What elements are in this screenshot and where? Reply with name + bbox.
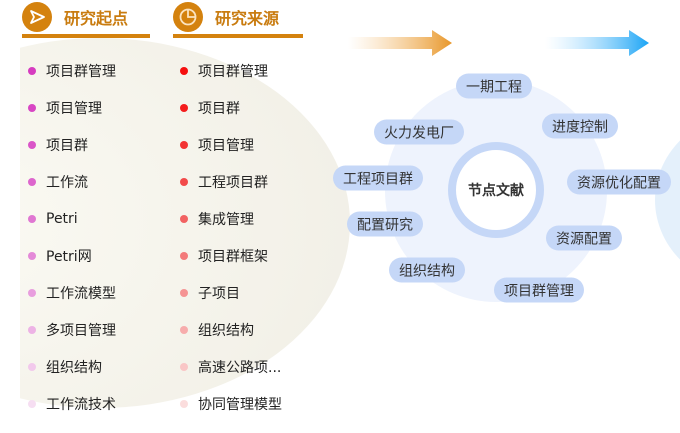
bullet-dot-icon — [180, 215, 188, 223]
list-item-label: 集成管理 — [198, 212, 254, 228]
list-item-label: 多项目管理 — [46, 323, 116, 339]
keyword-node[interactable]: 配置研究 — [347, 211, 423, 237]
keyword-node[interactable]: 火力发电厂 — [374, 119, 464, 145]
keyword-node[interactable]: 一期工程 — [456, 73, 532, 99]
bullet-dot-icon — [180, 67, 188, 75]
bullet-dot-icon — [180, 178, 188, 186]
list-item-label: 项目群管理 — [198, 64, 268, 80]
list-item[interactable]: Petri — [28, 208, 78, 230]
bullet-dot-icon — [28, 363, 36, 371]
arrow-right-orange-icon — [348, 30, 452, 56]
list-item[interactable]: Petri网 — [28, 245, 92, 267]
bullet-dot-icon — [180, 363, 188, 371]
list-item-label: 工作流模型 — [46, 286, 116, 302]
list-item-label: Petri网 — [46, 249, 92, 265]
list-item[interactable]: 子项目 — [180, 282, 240, 304]
center-node[interactable]: 节点文献 — [448, 142, 544, 238]
background-shape — [20, 38, 350, 408]
list-item-label: 项目管理 — [198, 138, 254, 154]
bullet-dot-icon — [28, 178, 36, 186]
list-item[interactable]: 项目群框架 — [180, 245, 268, 267]
list-item-label: 工作流技术 — [46, 397, 116, 413]
list-item-label: 子项目 — [198, 286, 240, 302]
header-start-title: 研究起点 — [64, 9, 129, 28]
bullet-dot-icon — [28, 141, 36, 149]
bullet-dot-icon — [180, 289, 188, 297]
list-item-label: 组织结构 — [46, 360, 102, 376]
list-item[interactable]: 组织结构 — [180, 319, 254, 341]
keyword-node[interactable]: 工程项目群 — [333, 165, 423, 191]
keyword-node[interactable]: 资源优化配置 — [567, 169, 671, 195]
bullet-dot-icon — [180, 141, 188, 149]
arrow-right-blue-icon — [545, 30, 649, 56]
send-icon — [22, 2, 52, 32]
list-item[interactable]: 工作流技术 — [28, 393, 116, 415]
list-item-label: 项目管理 — [46, 101, 102, 117]
bullet-dot-icon — [28, 252, 36, 260]
list-item[interactable]: 项目群管理 — [28, 60, 116, 82]
list-item[interactable]: 工作流 — [28, 171, 88, 193]
bullet-dot-icon — [180, 104, 188, 112]
list-item[interactable]: 工程项目群 — [180, 171, 268, 193]
list-item[interactable]: 集成管理 — [180, 208, 254, 230]
list-item[interactable]: 项目群 — [180, 97, 240, 119]
list-item-label: 工作流 — [46, 175, 88, 191]
keyword-node[interactable]: 项目群管理 — [494, 277, 584, 303]
list-item-label: 项目群 — [198, 101, 240, 117]
list-item-label: Petri — [46, 211, 78, 227]
list-item[interactable]: 项目管理 — [28, 97, 102, 119]
list-item[interactable]: 项目群 — [28, 134, 88, 156]
bullet-dot-icon — [180, 252, 188, 260]
list-item-label: 项目群 — [46, 138, 88, 154]
list-item[interactable]: 多项目管理 — [28, 319, 116, 341]
list-item[interactable]: 项目群管理 — [180, 60, 268, 82]
header-research-start: 研究起点 — [22, 0, 150, 38]
header-research-source: 研究来源 — [173, 0, 303, 38]
keyword-node[interactable]: 组织结构 — [389, 257, 465, 283]
list-item-label: 高速公路项... — [198, 360, 282, 376]
keyword-node[interactable]: 资源配置 — [546, 225, 622, 251]
bullet-dot-icon — [180, 326, 188, 334]
list-item-label: 项目群管理 — [46, 64, 116, 80]
list-item[interactable]: 项目管理 — [180, 134, 254, 156]
list-item[interactable]: 组织结构 — [28, 356, 102, 378]
bullet-dot-icon — [28, 289, 36, 297]
list-item-label: 项目群框架 — [198, 249, 268, 265]
list-item-label: 协同管理模型 — [198, 397, 282, 413]
list-item[interactable]: 工作流模型 — [28, 282, 116, 304]
list-item-label: 组织结构 — [198, 323, 254, 339]
list-item[interactable]: 协同管理模型 — [180, 393, 282, 415]
keyword-node[interactable]: 进度控制 — [542, 113, 618, 139]
bullet-dot-icon — [28, 326, 36, 334]
list-item[interactable]: 高速公路项... — [180, 356, 281, 378]
header-source-title: 研究来源 — [215, 9, 280, 28]
bullet-dot-icon — [180, 400, 188, 408]
bullet-dot-icon — [28, 104, 36, 112]
bullet-dot-icon — [28, 67, 36, 75]
bullet-dot-icon — [28, 400, 36, 408]
bullet-dot-icon — [28, 215, 36, 223]
center-node-label: 节点文献 — [468, 183, 524, 199]
list-item-label: 工程项目群 — [198, 175, 268, 191]
right-circle-background — [655, 140, 680, 260]
pie-chart-icon — [173, 2, 203, 32]
